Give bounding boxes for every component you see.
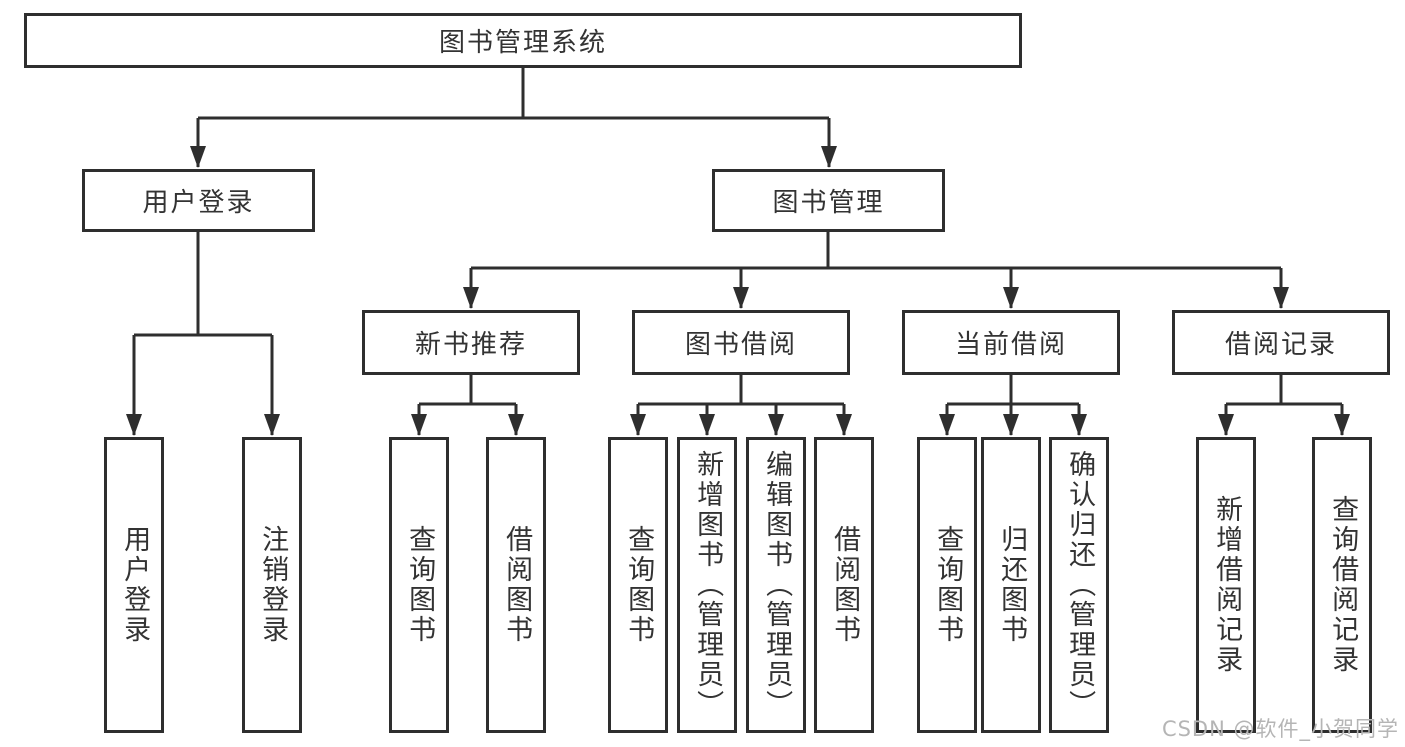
leaf-label: 借阅图书 (829, 525, 861, 645)
watermark: CSDN @软件_小贺同学 (1161, 717, 1399, 741)
leaf-label: 用户登录 (119, 525, 151, 645)
node-label: 当前借阅 (954, 330, 1067, 360)
leaf-user-login: 用户登录 (104, 437, 164, 733)
node-book-management: 图书管理 (712, 169, 945, 232)
leaf-current-confirm-admin: 确认归还（管理员） (1049, 437, 1109, 733)
leaf-label: 查询借阅记录 (1327, 495, 1359, 675)
leaf-borrow-book: 借阅图书 (814, 437, 874, 733)
leaf-borrow-query: 查询图书 (608, 437, 668, 733)
node-user-login: 用户登录 (82, 169, 315, 232)
leaf-borrow-edit-admin: 编辑图书（管理员） (746, 437, 806, 733)
leaf-label: 查询图书 (932, 525, 964, 645)
leaf-records-query: 查询借阅记录 (1312, 437, 1372, 733)
leaf-label: 归还图书 (996, 525, 1028, 645)
leaf-label: 编辑图书（管理员） (761, 450, 793, 720)
node-book-borrow: 图书借阅 (632, 310, 850, 375)
node-label: 借阅记录 (1224, 330, 1337, 360)
node-label: 图书借阅 (684, 330, 797, 360)
node-root-label: 图书管理系统 (438, 28, 607, 58)
node-current-borrow: 当前借阅 (902, 310, 1120, 375)
node-label: 图书管理 (772, 188, 885, 218)
leaf-label: 新增图书（管理员） (692, 450, 724, 720)
leaf-newbook-query: 查询图书 (389, 437, 449, 733)
leaf-records-add: 新增借阅记录 (1196, 437, 1256, 733)
leaf-label: 确认归还（管理员） (1064, 450, 1096, 720)
leaf-label: 新增借阅记录 (1211, 495, 1243, 675)
leaf-current-return: 归还图书 (981, 437, 1041, 733)
node-label: 新书推荐 (414, 330, 527, 360)
leaf-borrow-add-admin: 新增图书（管理员） (677, 437, 737, 733)
leaf-label: 查询图书 (623, 525, 655, 645)
leaf-label: 查询图书 (404, 525, 436, 645)
node-new-book-recommend: 新书推荐 (362, 310, 580, 375)
leaf-current-query: 查询图书 (917, 437, 977, 733)
leaf-label: 注销登录 (257, 525, 289, 645)
leaf-newbook-borrow: 借阅图书 (486, 437, 546, 733)
connector-trunks (134, 68, 1342, 406)
leaf-label: 借阅图书 (501, 525, 533, 645)
node-borrow-records: 借阅记录 (1172, 310, 1390, 375)
leaf-logout: 注销登录 (242, 437, 302, 733)
node-root: 图书管理系统 (24, 13, 1022, 68)
node-label: 用户登录 (142, 188, 255, 218)
